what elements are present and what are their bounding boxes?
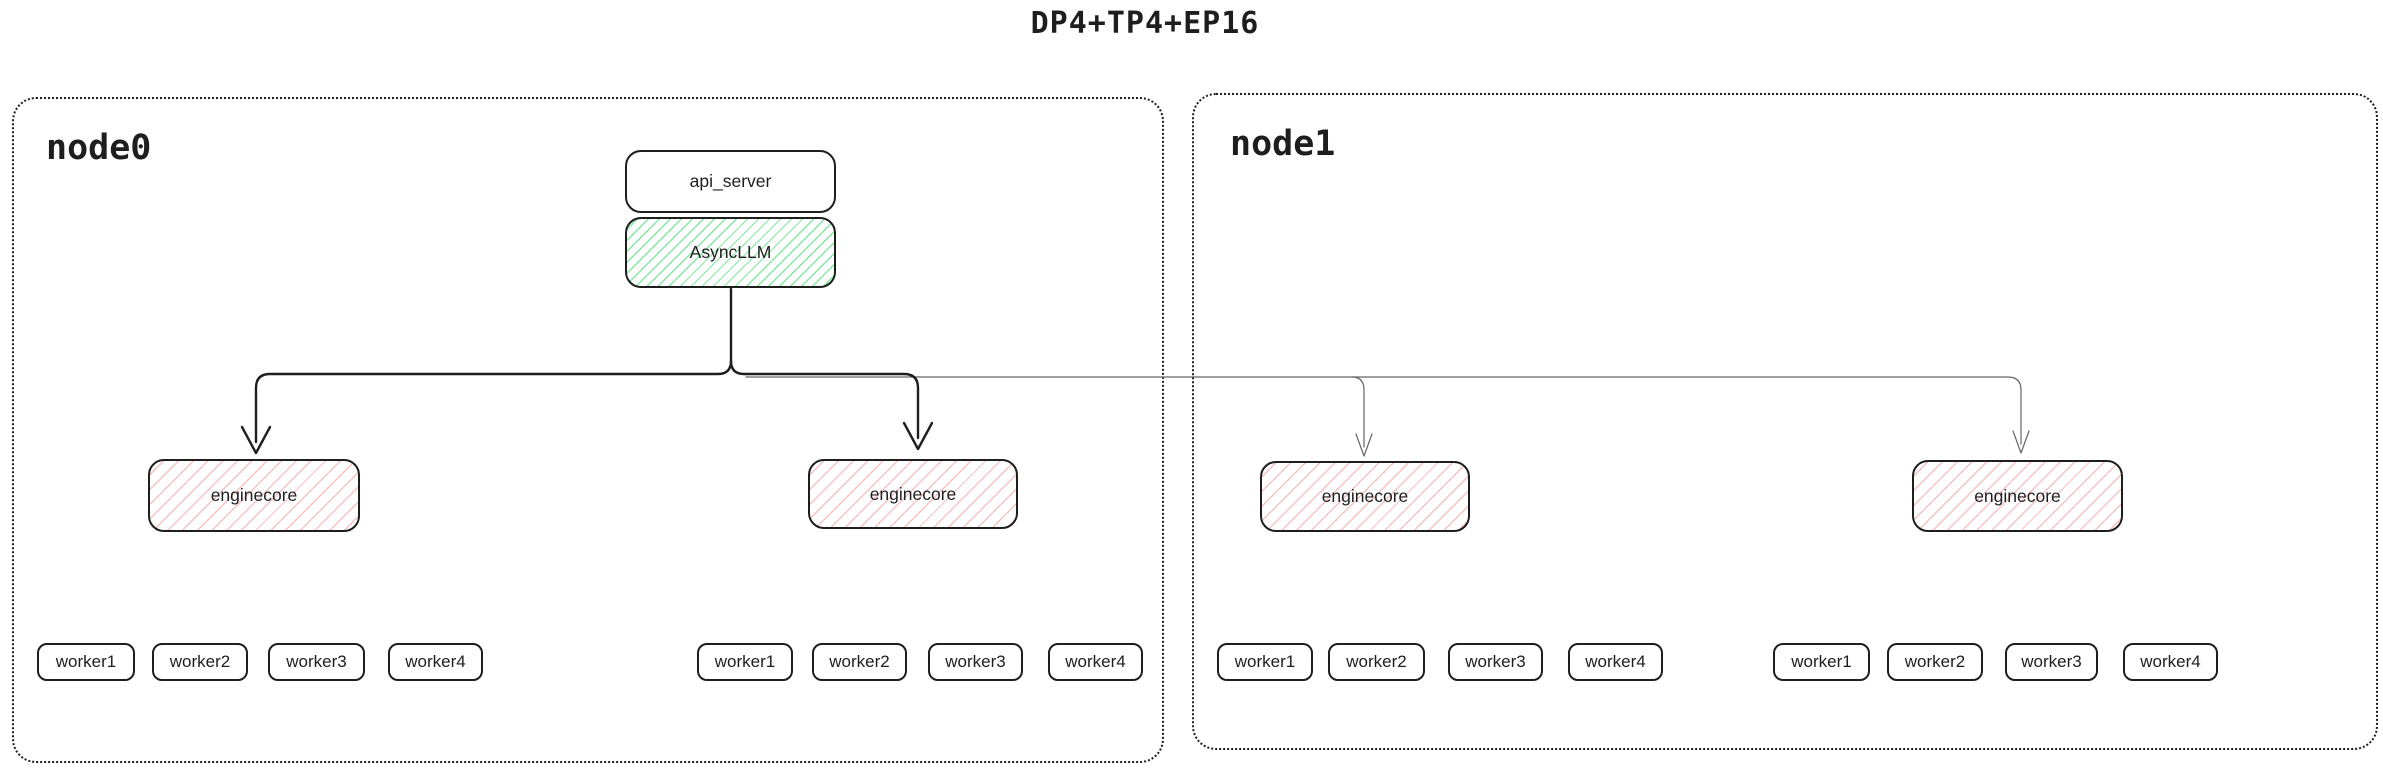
enginecore-box-3: enginecore <box>1260 461 1470 532</box>
worker-box: worker4 <box>388 643 483 681</box>
worker-box: worker3 <box>1448 643 1543 681</box>
node1-label: node1 <box>1230 124 1336 164</box>
enginecore-label-1: enginecore <box>210 485 298 505</box>
asyncllm-label: AsyncLLM <box>689 242 772 262</box>
worker-box: worker3 <box>2005 643 2098 681</box>
worker-box: worker3 <box>928 643 1023 681</box>
worker-box: worker4 <box>1568 643 1663 681</box>
worker-box: worker2 <box>1328 643 1425 681</box>
api-server-box: api_server <box>625 150 836 213</box>
asyncllm-box: AsyncLLM <box>625 217 836 288</box>
api-server-label: api_server <box>689 171 772 191</box>
worker-box: worker2 <box>152 643 248 681</box>
worker-box: worker1 <box>1773 643 1870 681</box>
enginecore-label-4: enginecore <box>1974 485 2061 506</box>
enginecore-box-2: enginecore <box>808 459 1018 529</box>
worker-box: worker2 <box>812 643 907 681</box>
worker-box: worker4 <box>2123 643 2218 681</box>
enginecore-box-1: enginecore <box>148 459 360 532</box>
enginecore-label-2: enginecore <box>869 483 957 504</box>
node0-label: node0 <box>46 128 152 168</box>
enginecore-label-3: enginecore <box>1321 486 1409 506</box>
diagram-title: DP4+TP4+EP16 <box>1030 6 1260 41</box>
worker-box: worker1 <box>697 643 793 681</box>
worker-box: worker4 <box>1048 643 1143 681</box>
worker-box: worker3 <box>268 643 365 681</box>
worker-box: worker2 <box>1887 643 1983 681</box>
worker-box: worker1 <box>37 643 135 681</box>
worker-box: worker1 <box>1217 643 1313 681</box>
enginecore-box-4: enginecore <box>1912 460 2123 532</box>
